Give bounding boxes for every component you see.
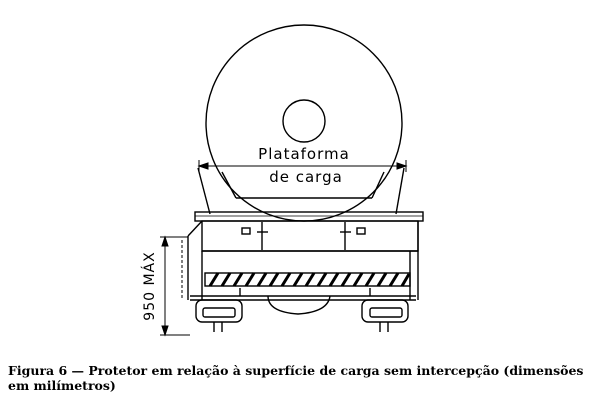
height-dimension	[160, 235, 190, 337]
loading-platform	[194, 211, 424, 252]
drum-cradle	[197, 167, 405, 215]
rear-wheels	[195, 299, 409, 332]
caption-line-1: Figura 6 — Protetor em relação à superfí…	[8, 363, 584, 378]
figure-caption: Figura 6 — Protetor em relação à superfí…	[8, 363, 584, 393]
axle-housing	[239, 288, 371, 315]
platform-label-line2: de carga	[269, 168, 343, 186]
truck-rear-diagram: Plataforma de carga 950 MÁX	[141, 24, 424, 337]
height-dimension-label: 950 MÁX	[141, 251, 158, 320]
caption-line-2: em milímetros)	[8, 378, 116, 393]
platform-width-dimension	[197, 160, 408, 172]
drum-hub	[282, 99, 326, 143]
truck-frame	[187, 220, 419, 301]
cargo-drum	[205, 24, 403, 222]
platform-label-line1: Plataforma	[258, 145, 350, 163]
rear-underrun-protector	[204, 272, 411, 287]
